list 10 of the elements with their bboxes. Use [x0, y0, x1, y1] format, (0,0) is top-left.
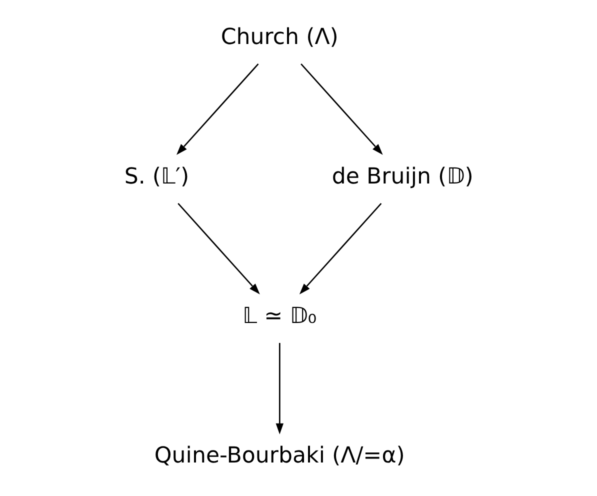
arrow [275, 342, 284, 434]
arrow [300, 63, 382, 155]
arrow [176, 63, 258, 155]
node-text: Church (Λ) [220, 24, 338, 50]
node-text: Quine-Bourbaki (Λ/=α) [154, 442, 404, 469]
node-text: de Bruijn (𝔻) [331, 163, 473, 190]
node-text: 𝕃 ≃ 𝔻₀ [242, 303, 316, 330]
node-text: S. (𝕃′) [124, 163, 189, 190]
arrow [298, 202, 382, 294]
arrow [177, 202, 260, 294]
